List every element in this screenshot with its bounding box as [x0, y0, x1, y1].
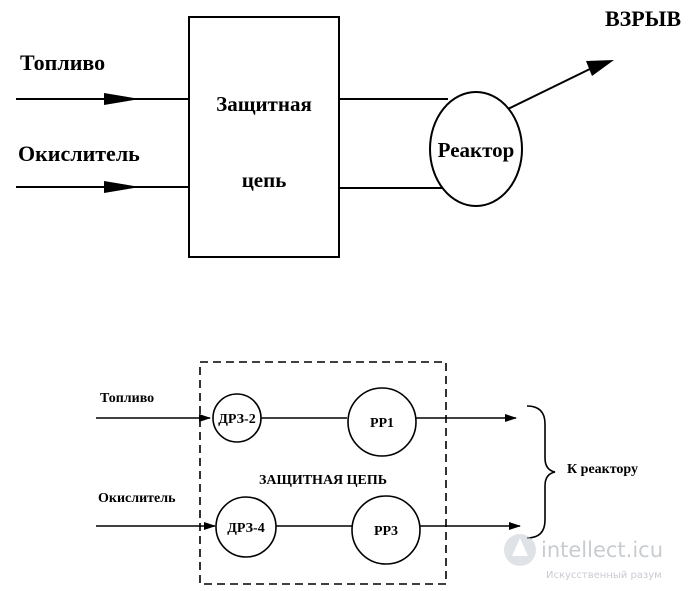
node-rr3-label: РР3	[374, 524, 398, 539]
watermark-logo-mark	[512, 538, 528, 556]
to-reactor-label: К реактору	[567, 462, 638, 477]
bottom-fuel-label: Топливо	[100, 391, 154, 406]
protective-chain-boundary	[199, 361, 447, 585]
bottom-diagram: Топливо Окислитель ДРЗ-2 РР1 ЗАЩИТНАЯ ЦЕ…	[96, 361, 638, 585]
explosion-arrow	[586, 60, 614, 76]
top-fuel-label: Топливо	[20, 50, 105, 75]
explosion-line	[507, 66, 595, 110]
top-fuel-arrow	[104, 93, 140, 105]
chain-label: ЗАЩИТНАЯ ЦЕПЬ	[259, 473, 387, 488]
node-rr1-label: РР1	[370, 416, 394, 431]
node-rr1	[347, 387, 417, 457]
watermark-site: intellect.icu	[541, 538, 663, 562]
block-label-line1: Защитная	[216, 92, 312, 116]
block-label-line2: цепь	[242, 168, 287, 192]
explosion-label: ВЗРЫВ	[605, 6, 681, 31]
reactor-ellipse	[429, 91, 523, 207]
watermark: intellect.icu Искусственный разум	[504, 534, 663, 581]
top-oxidizer-arrow	[104, 181, 140, 193]
bottom-oxidizer-label: Окислитель	[98, 491, 176, 506]
reactor-label: Реактор	[438, 138, 515, 162]
watermark-tagline: Искусственный разум	[546, 570, 662, 581]
protective-chain-block	[188, 16, 340, 258]
top-diagram: Топливо Окислитель Защитная цепь Реактор…	[16, 6, 681, 258]
to-reactor-brace	[526, 405, 556, 539]
node-rr3	[351, 495, 421, 565]
node-drz2-label: ДРЗ-2	[218, 412, 255, 427]
node-drz4	[215, 496, 277, 558]
top-oxidizer-label: Окислитель	[18, 141, 140, 166]
node-drz4-label: ДРЗ-4	[227, 521, 264, 536]
